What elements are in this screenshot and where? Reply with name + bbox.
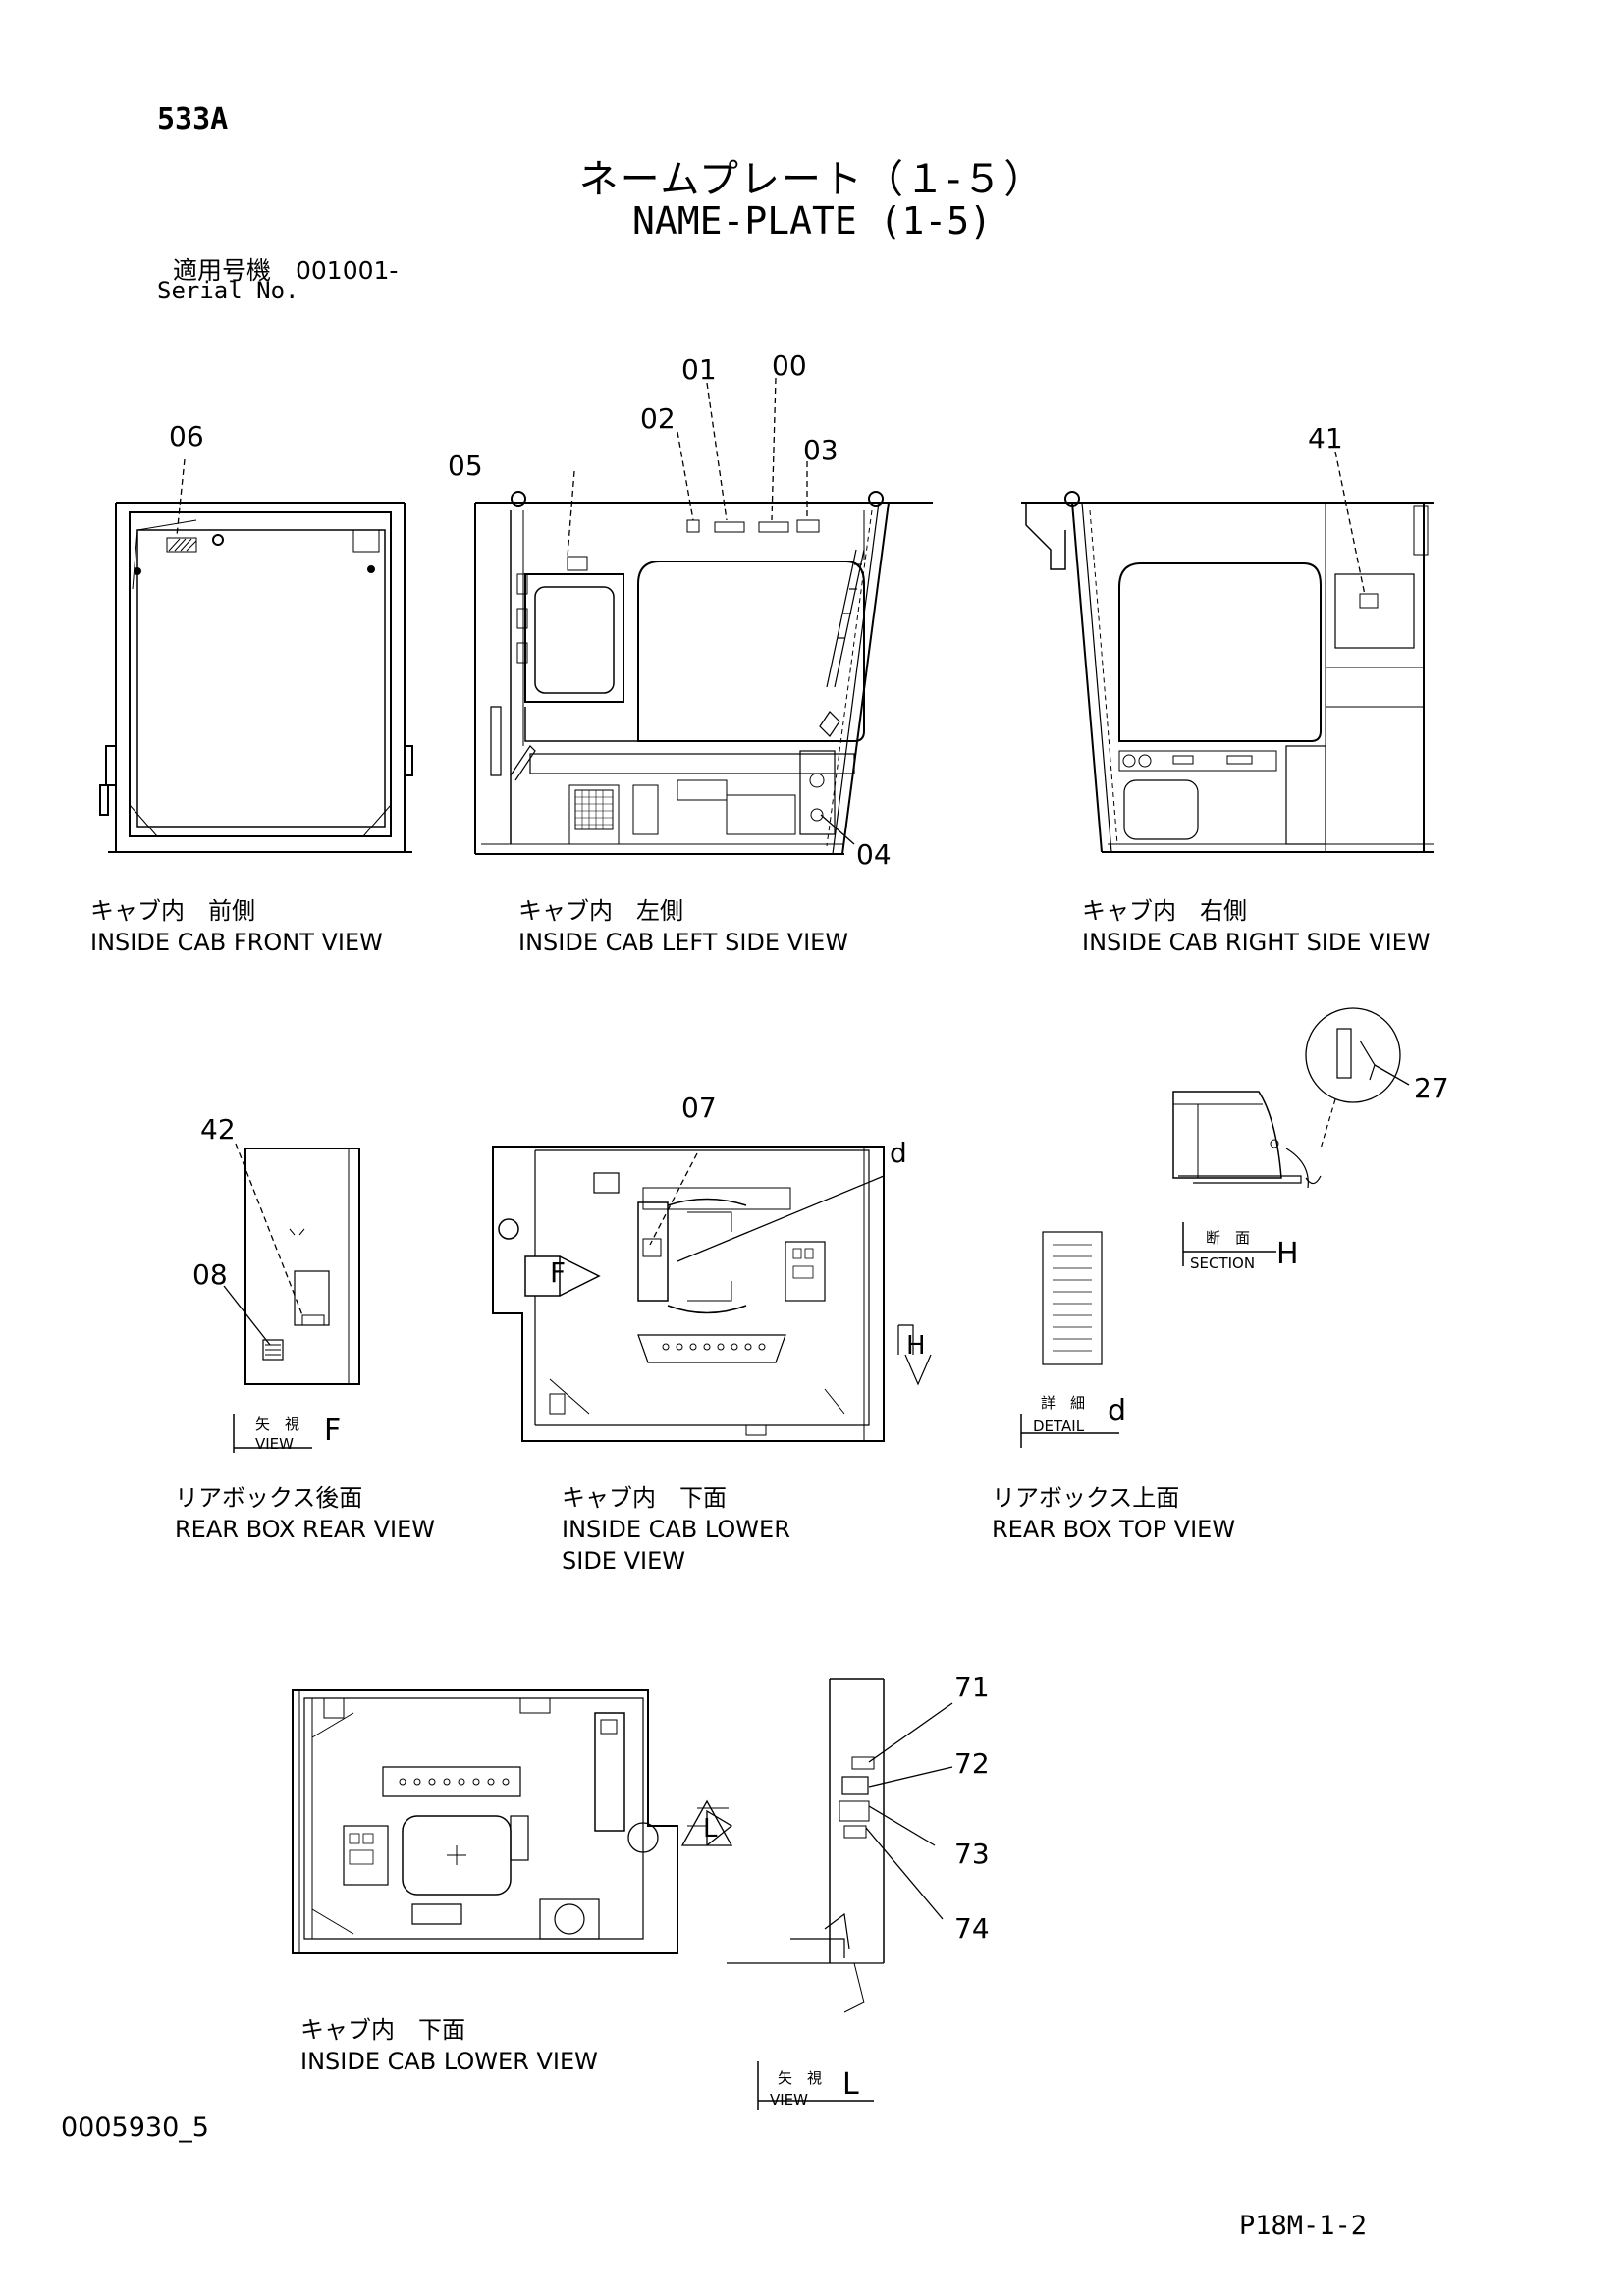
callout-73: 73 bbox=[954, 1838, 990, 1870]
inside-cab-left-side-view-drawing bbox=[474, 377, 933, 855]
callout-72: 72 bbox=[954, 1747, 990, 1780]
callout-00: 00 bbox=[772, 349, 807, 382]
caption-left-side-view-jp: キャブ内 左側 bbox=[518, 897, 683, 925]
callout-04: 04 bbox=[856, 838, 892, 871]
caption-lower-view-en: INSIDE CAB LOWER VIEW bbox=[300, 2048, 598, 2075]
caption-left-side-view: キャブ内 左側 INSIDE CAB LEFT SIDE VIEW bbox=[518, 895, 848, 958]
section-h-tag-jp: 断 面 bbox=[1206, 1229, 1251, 1247]
detail-d-tag-letter: d bbox=[1108, 1394, 1127, 1428]
callout-05: 05 bbox=[448, 450, 483, 482]
rear-box-top-view-drawing bbox=[1020, 1231, 1119, 1448]
view-arrow-l-letter: L bbox=[703, 1814, 718, 1843]
serial-label-english: Serial No. bbox=[157, 277, 299, 304]
section-h-tag-en: SECTION bbox=[1190, 1255, 1256, 1272]
section-arrow-h-letter: H bbox=[906, 1331, 926, 1361]
caption-front-view-en: INSIDE CAB FRONT VIEW bbox=[90, 929, 383, 956]
view-f-tag-letter: F bbox=[324, 1414, 342, 1448]
page-reference: P18M-1-2 bbox=[1239, 2211, 1368, 2241]
caption-right-side-view-en: INSIDE CAB RIGHT SIDE VIEW bbox=[1082, 929, 1431, 956]
caption-lower-view: キャブ内 下面 INSIDE CAB LOWER VIEW bbox=[300, 2014, 598, 2077]
view-f-tag-jp: 矢 視 bbox=[255, 1415, 300, 1433]
callout-42: 42 bbox=[200, 1113, 236, 1146]
caption-rear-box-rear-view-jp: リアボックス後面 bbox=[175, 1484, 363, 1512]
detail-d-tag-en: DETAIL bbox=[1033, 1417, 1085, 1435]
callout-07: 07 bbox=[681, 1092, 717, 1124]
caption-lower-side-view: キャブ内 下面 INSIDE CAB LOWER SIDE VIEW bbox=[562, 1482, 790, 1576]
view-l-tag-en: VIEW bbox=[770, 2091, 808, 2109]
title-english: NAME-PLATE (1-5) bbox=[631, 199, 993, 242]
caption-front-view: キャブ内 前側 INSIDE CAB FRONT VIEW bbox=[90, 895, 383, 958]
title-japanese: ネームプレート（１-５） bbox=[578, 157, 1046, 202]
inside-cab-front-view-drawing bbox=[99, 458, 413, 853]
caption-front-view-jp: キャブ内 前側 bbox=[90, 897, 255, 925]
view-l-tag-letter: L bbox=[842, 2067, 859, 2102]
inside-cab-lower-side-view-drawing bbox=[492, 1146, 932, 1442]
caption-rear-box-top-view: リアボックス上面 REAR BOX TOP VIEW bbox=[992, 1482, 1235, 1545]
callout-02: 02 bbox=[640, 402, 676, 435]
callout-27: 27 bbox=[1414, 1072, 1449, 1104]
caption-lower-view-jp: キャブ内 下面 bbox=[300, 2016, 465, 2044]
section-h-drawing bbox=[1172, 1007, 1410, 1266]
caption-rear-box-top-view-jp: リアボックス上面 bbox=[992, 1484, 1180, 1512]
caption-rear-box-rear-view-en: REAR BOX REAR VIEW bbox=[175, 1516, 435, 1543]
document-number: 0005930_5 bbox=[61, 2112, 209, 2143]
inside-cab-right-side-view-drawing bbox=[1021, 451, 1434, 853]
callout-41: 41 bbox=[1308, 422, 1343, 454]
caption-lower-side-view-en1: INSIDE CAB LOWER bbox=[562, 1516, 790, 1543]
section-h-tag-letter: H bbox=[1276, 1237, 1299, 1271]
detail-marker-d: d bbox=[890, 1137, 907, 1169]
caption-rear-box-rear-view: リアボックス後面 REAR BOX REAR VIEW bbox=[175, 1482, 435, 1545]
rear-box-rear-view-drawing bbox=[223, 1143, 360, 1453]
callout-71: 71 bbox=[954, 1671, 990, 1703]
view-l-drawing bbox=[727, 1678, 953, 2110]
callout-08: 08 bbox=[192, 1258, 228, 1291]
serial-label-japanese: 適用号機 001001- bbox=[173, 256, 399, 285]
view-arrow-f-letter: F bbox=[550, 1256, 567, 1289]
caption-lower-side-view-en2: SIDE VIEW bbox=[562, 1547, 685, 1575]
caption-right-side-view-jp: キャブ内 右側 bbox=[1082, 897, 1247, 925]
caption-right-side-view: キャブ内 右側 INSIDE CAB RIGHT SIDE VIEW bbox=[1082, 895, 1431, 958]
callout-74: 74 bbox=[954, 1912, 990, 1945]
callout-01: 01 bbox=[681, 353, 717, 386]
caption-rear-box-top-view-en: REAR BOX TOP VIEW bbox=[992, 1516, 1236, 1543]
caption-left-side-view-en: INSIDE CAB LEFT SIDE VIEW bbox=[518, 929, 849, 956]
inside-cab-lower-view-drawing bbox=[292, 1689, 733, 1954]
callout-03: 03 bbox=[803, 434, 839, 466]
caption-lower-side-view-jp: キャブ内 下面 bbox=[562, 1484, 727, 1512]
model-code: 533A bbox=[157, 102, 229, 136]
view-f-tag-en: VIEW bbox=[255, 1435, 294, 1453]
callout-06: 06 bbox=[169, 420, 204, 453]
view-l-tag-jp: 矢 視 bbox=[778, 2069, 823, 2087]
detail-d-tag-jp: 詳 細 bbox=[1041, 1394, 1086, 1412]
